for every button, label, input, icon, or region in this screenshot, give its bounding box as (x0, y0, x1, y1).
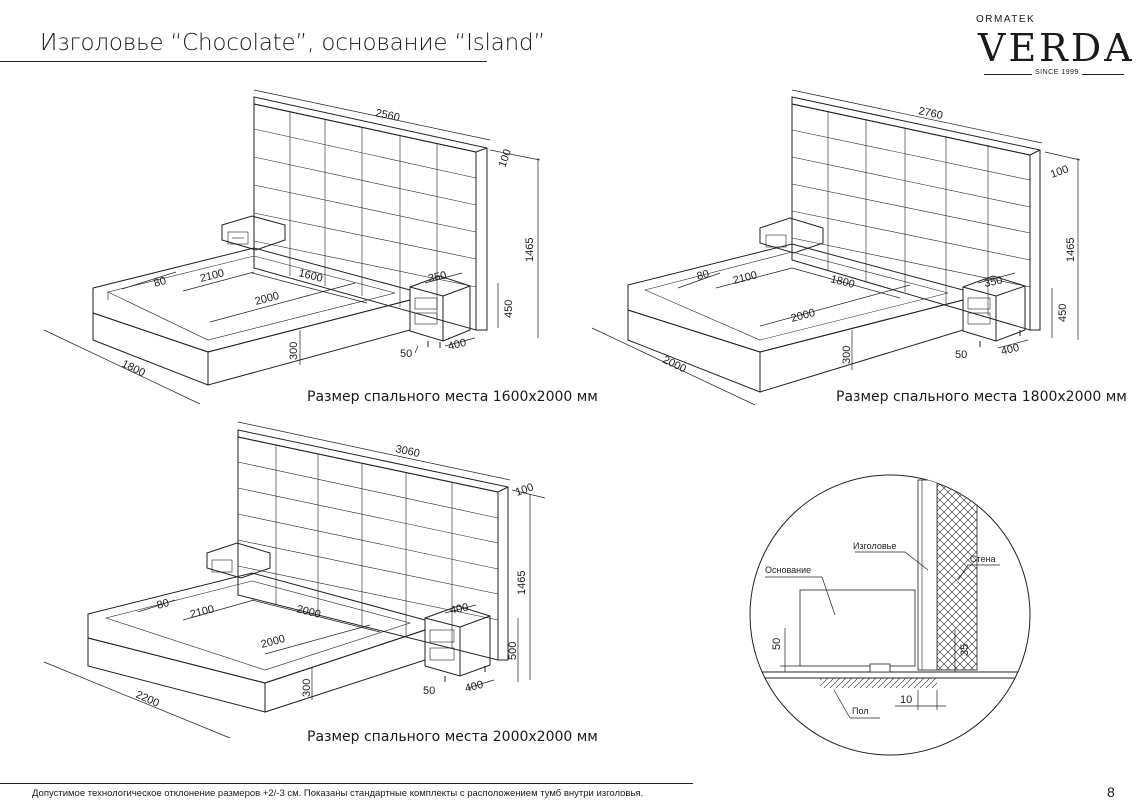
brand-since: SINCE 1999 (1032, 69, 1082, 76)
bed-3-drawing: 3060 100 1465 500 2200 80 2100 2000 2000… (43, 421, 546, 739)
bed-3-dim-nightstand-depth: 400 (449, 601, 469, 617)
bed-2-headboard (791, 96, 1041, 331)
bed-3-dim-nightstand-width: 400 (464, 679, 485, 695)
bed-1-dim-mattress-length: 2000 (254, 290, 281, 308)
bed-3-dim-headboard-width: 3060 (394, 443, 420, 460)
caption-bed-2: Размер спального места 1800x2000 мм (836, 389, 1127, 405)
bed-2-dim-side: 80 (696, 268, 711, 283)
bed-3-dim-side: 80 (156, 597, 171, 612)
bed-1-dim-headboard-width: 2560 (374, 107, 400, 124)
bed-3-dimensions (43, 421, 546, 739)
bed-2-dimensions (591, 89, 1081, 406)
footer-note: Допустимое технологическое отклонение ра… (32, 788, 644, 799)
brand-name: VERDA (978, 26, 1135, 70)
bed-2-dim-inner-length: 2100 (732, 269, 759, 287)
bed-1-dim-headboard-thickness: 100 (497, 148, 515, 169)
bed-1-dim-mattress-width: 1600 (297, 267, 324, 285)
bed-2-dim-base-height: 300 (841, 346, 853, 364)
title-divider (0, 61, 487, 62)
bed-3-dim-frame-width: 2200 (134, 689, 161, 710)
bed-2-dim-mattress-length: 2000 (790, 307, 817, 325)
wall (936, 475, 978, 671)
installation-detail: Изголовье Основание Стена Пол 50 35 10 (749, 474, 1031, 756)
detail-dim-gap: 35 (959, 644, 971, 656)
bed-1-dim-nightstand-height: 450 (503, 300, 515, 318)
bed-1-dim-frame-width: 1800 (120, 358, 147, 380)
bed-3-nightstand-right (424, 605, 491, 682)
brand-logo: ORMATEK VERDA SINCE 1999 (972, 14, 1132, 94)
bed-2-dim-headboard-width: 2760 (917, 105, 943, 122)
bed-1-dim-headboard-height: 1465 (524, 238, 536, 262)
bed-3-dim-mattress-width: 2000 (295, 603, 322, 621)
page-number: 8 (1107, 784, 1115, 800)
bed-2-nightstand-left (759, 217, 824, 254)
bed-2-dim-nightstand-width: 400 (1000, 342, 1021, 358)
bed-1-dimensions (43, 89, 541, 405)
bed-1-nightstand-left (221, 215, 286, 251)
bed-3-dim-mattress-length: 2000 (260, 633, 287, 651)
bed-1-dim-nightstand-depth: 350 (427, 269, 447, 285)
label-floor: Пол (852, 706, 869, 716)
bed-1-drawing: 2560 100 1465 450 1800 80 2100 1600 2000… (43, 89, 541, 405)
bed-2-dim-nightstand-height: 450 (1057, 304, 1069, 322)
bed-1-dim-inner-length: 2100 (199, 267, 226, 285)
bed-3-headboard (237, 429, 509, 661)
bed-2-dim-headboard-thickness: 100 (1049, 163, 1070, 181)
label-wall: Стена (970, 554, 996, 564)
bed-3-nightstand-left (206, 542, 271, 579)
brand-parent: ORMATEK (976, 14, 1036, 25)
bed-2-dim-nightstand-depth: 350 (983, 274, 1003, 290)
bed-3-dim-inner-length: 2100 (189, 603, 216, 621)
detail-circle (749, 474, 1031, 756)
bed-2-nightstand-right (962, 275, 1026, 347)
floor (820, 678, 937, 688)
page-title: Изголовье “Chocolate”, основание “Island… (40, 30, 546, 56)
headboard-section (917, 479, 938, 671)
bed-1-headboard (253, 96, 488, 331)
label-headboard: Изголовье (853, 541, 896, 551)
bed-1-nightstand-right (409, 275, 471, 348)
bed-2-dim-frame-width: 2000 (661, 354, 688, 376)
detail-dim-base: 50 (771, 638, 783, 650)
bed-1-dim-side: 80 (153, 275, 168, 290)
bed-3-dim-nightstand-height: 500 (507, 642, 519, 660)
bed-1-dim-nightstand-width: 400 (447, 337, 468, 353)
caption-bed-1: Размер спального места 1600x2000 мм (307, 389, 598, 405)
detail-dim-offset: 10 (900, 694, 912, 706)
bed-2-drawing: 2760 100 1465 450 2000 80 2100 1800 2000… (591, 89, 1081, 406)
caption-bed-3: Размер спального места 2000x2000 мм (307, 729, 598, 745)
footer-divider (0, 783, 693, 784)
bed-3-dim-headboard-height: 1465 (516, 571, 528, 595)
bed-3-dim-leg: 50 (423, 685, 435, 697)
base-section (799, 589, 916, 667)
bed-3-dim-headboard-thickness: 100 (514, 481, 535, 499)
bed-2-dim-headboard-height: 1465 (1065, 238, 1077, 262)
bed-2-dim-mattress-width: 1800 (829, 273, 856, 291)
bed-2-dim-leg: 50 (955, 349, 967, 361)
bed-1-dim-base-height: 300 (288, 342, 300, 360)
bed-1-dim-leg: 50 (400, 348, 412, 360)
bed-3-dim-base-height: 300 (301, 679, 313, 697)
label-base: Основание (765, 565, 811, 575)
